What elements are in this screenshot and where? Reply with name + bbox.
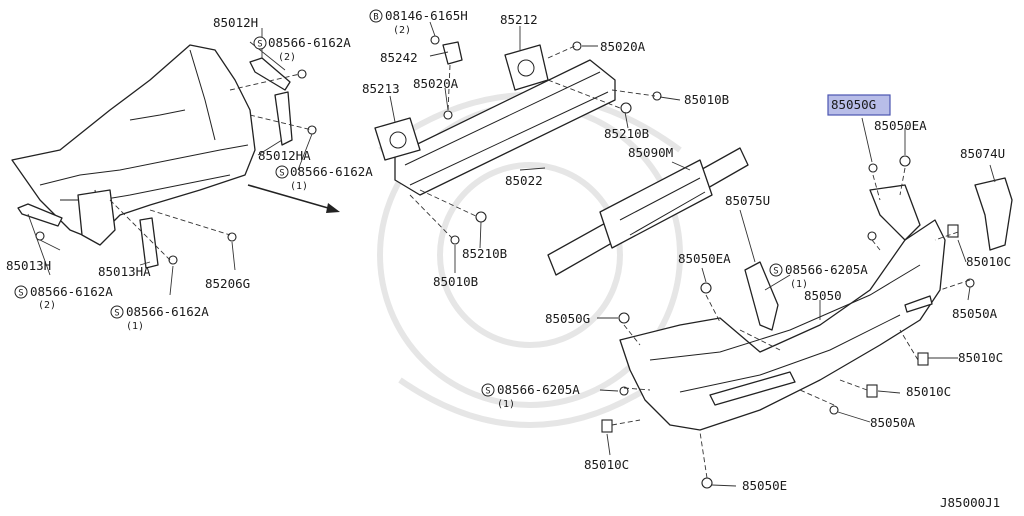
label-85010c-mid2: 85010C [906,384,951,399]
b-symbol-bolt: B [373,13,378,23]
label-85012h: 85012H [213,15,258,30]
bracket-85013h [17,203,63,227]
label-85206g: 85206G [205,276,250,291]
label-85212: 85212 [500,12,538,27]
fasteners-bumper [601,155,975,489]
diagram-code: J85000J1 [940,495,1000,510]
label-85210b-right: 85210B [604,126,649,141]
fasteners-center [430,35,662,245]
qty-bottom: (1) [126,321,144,332]
label-08566-6162a-top: 08566-6162A [268,35,351,50]
label-85090m: 85090M [628,145,673,160]
label-85242: 85242 [380,50,418,65]
label-85010c-bottom: 85010C [584,457,629,472]
label-85010c-mid: 85010C [958,350,1003,365]
bracket-85242 [442,41,463,65]
label-08566-6162a-mid: 08566-6162A [290,164,373,179]
guide-lines-bumper [611,167,971,479]
label-85050a-right: 85050A [952,306,998,321]
bracket-85012h [249,57,291,91]
label-85050a-bottom: 85050A [870,415,916,430]
stay-85213 [374,117,421,161]
label-85020a-left: 85020A [413,76,459,91]
label-85013h: 85013H [6,258,51,273]
label-85074u: 85074U [960,146,1005,161]
label-08566-6162a-bottom: 08566-6162A [126,304,209,319]
qty-top: (2) [278,52,296,63]
label-85022: 85022 [505,173,543,188]
s-symbol-right: S [773,267,778,277]
bracket-85013ha [139,217,159,269]
side-bracket-85075u [744,261,779,331]
qty-mid: (1) [290,181,308,192]
vehicle-rear-body [11,44,256,246]
label-85050ea-top: 85050EA [874,118,927,133]
label-08566-6162a-left: 08566-6162A [30,284,113,299]
label-85013ha: 85013HA [98,264,151,279]
label-08566-6205a-right: 08566-6205A [785,262,868,277]
label-85050: 85050 [804,288,842,303]
bracket-85012ha [274,91,293,146]
reinforcement-85022 [394,59,616,196]
energy-absorber-85090m [547,147,749,276]
label-85213: 85213 [362,81,400,96]
s-symbol-top: S [257,40,262,50]
label-85075u: 85075U [725,193,770,208]
label-85050e: 85050E [742,478,787,493]
bumper-fascia-85050 [619,184,946,431]
label-85020a-right: 85020A [600,39,646,54]
qty-bolt: (2) [393,25,411,36]
s-symbol-left: S [18,289,23,299]
part-labels: 85012H 08566-6162A (2) 85012HA 08566-616… [6,8,1011,510]
qty-lower: (1) [497,399,515,410]
guide-lines-left [109,73,313,261]
label-85050ea-mid: 85050EA [678,251,731,266]
label-08146-6165h: 08146-6165H [385,8,468,23]
direction-arrow [247,184,340,213]
qty-left: (2) [38,300,56,311]
label-85050g: 85050G [545,311,590,326]
screw-symbols: S S S S B S S [14,9,783,397]
label-08566-6205a-left: 08566-6205A [497,382,580,397]
s-symbol-bottom: S [114,309,119,319]
label-85012ha: 85012HA [258,148,311,163]
highlighted-part-box [827,94,891,116]
label-85010c-right: 85010C [966,254,1011,269]
side-bracket-85074u [974,177,1013,251]
label-85210b-left: 85210B [462,246,507,261]
label-85010b-left: 85010B [433,274,478,289]
qty-right: (1) [790,279,808,290]
label-85050g-highlighted: 85050G [831,97,876,112]
s-symbol-mid: S [279,169,284,179]
label-85010b-right: 85010B [684,92,729,107]
s-symbol-lower: S [485,387,490,397]
